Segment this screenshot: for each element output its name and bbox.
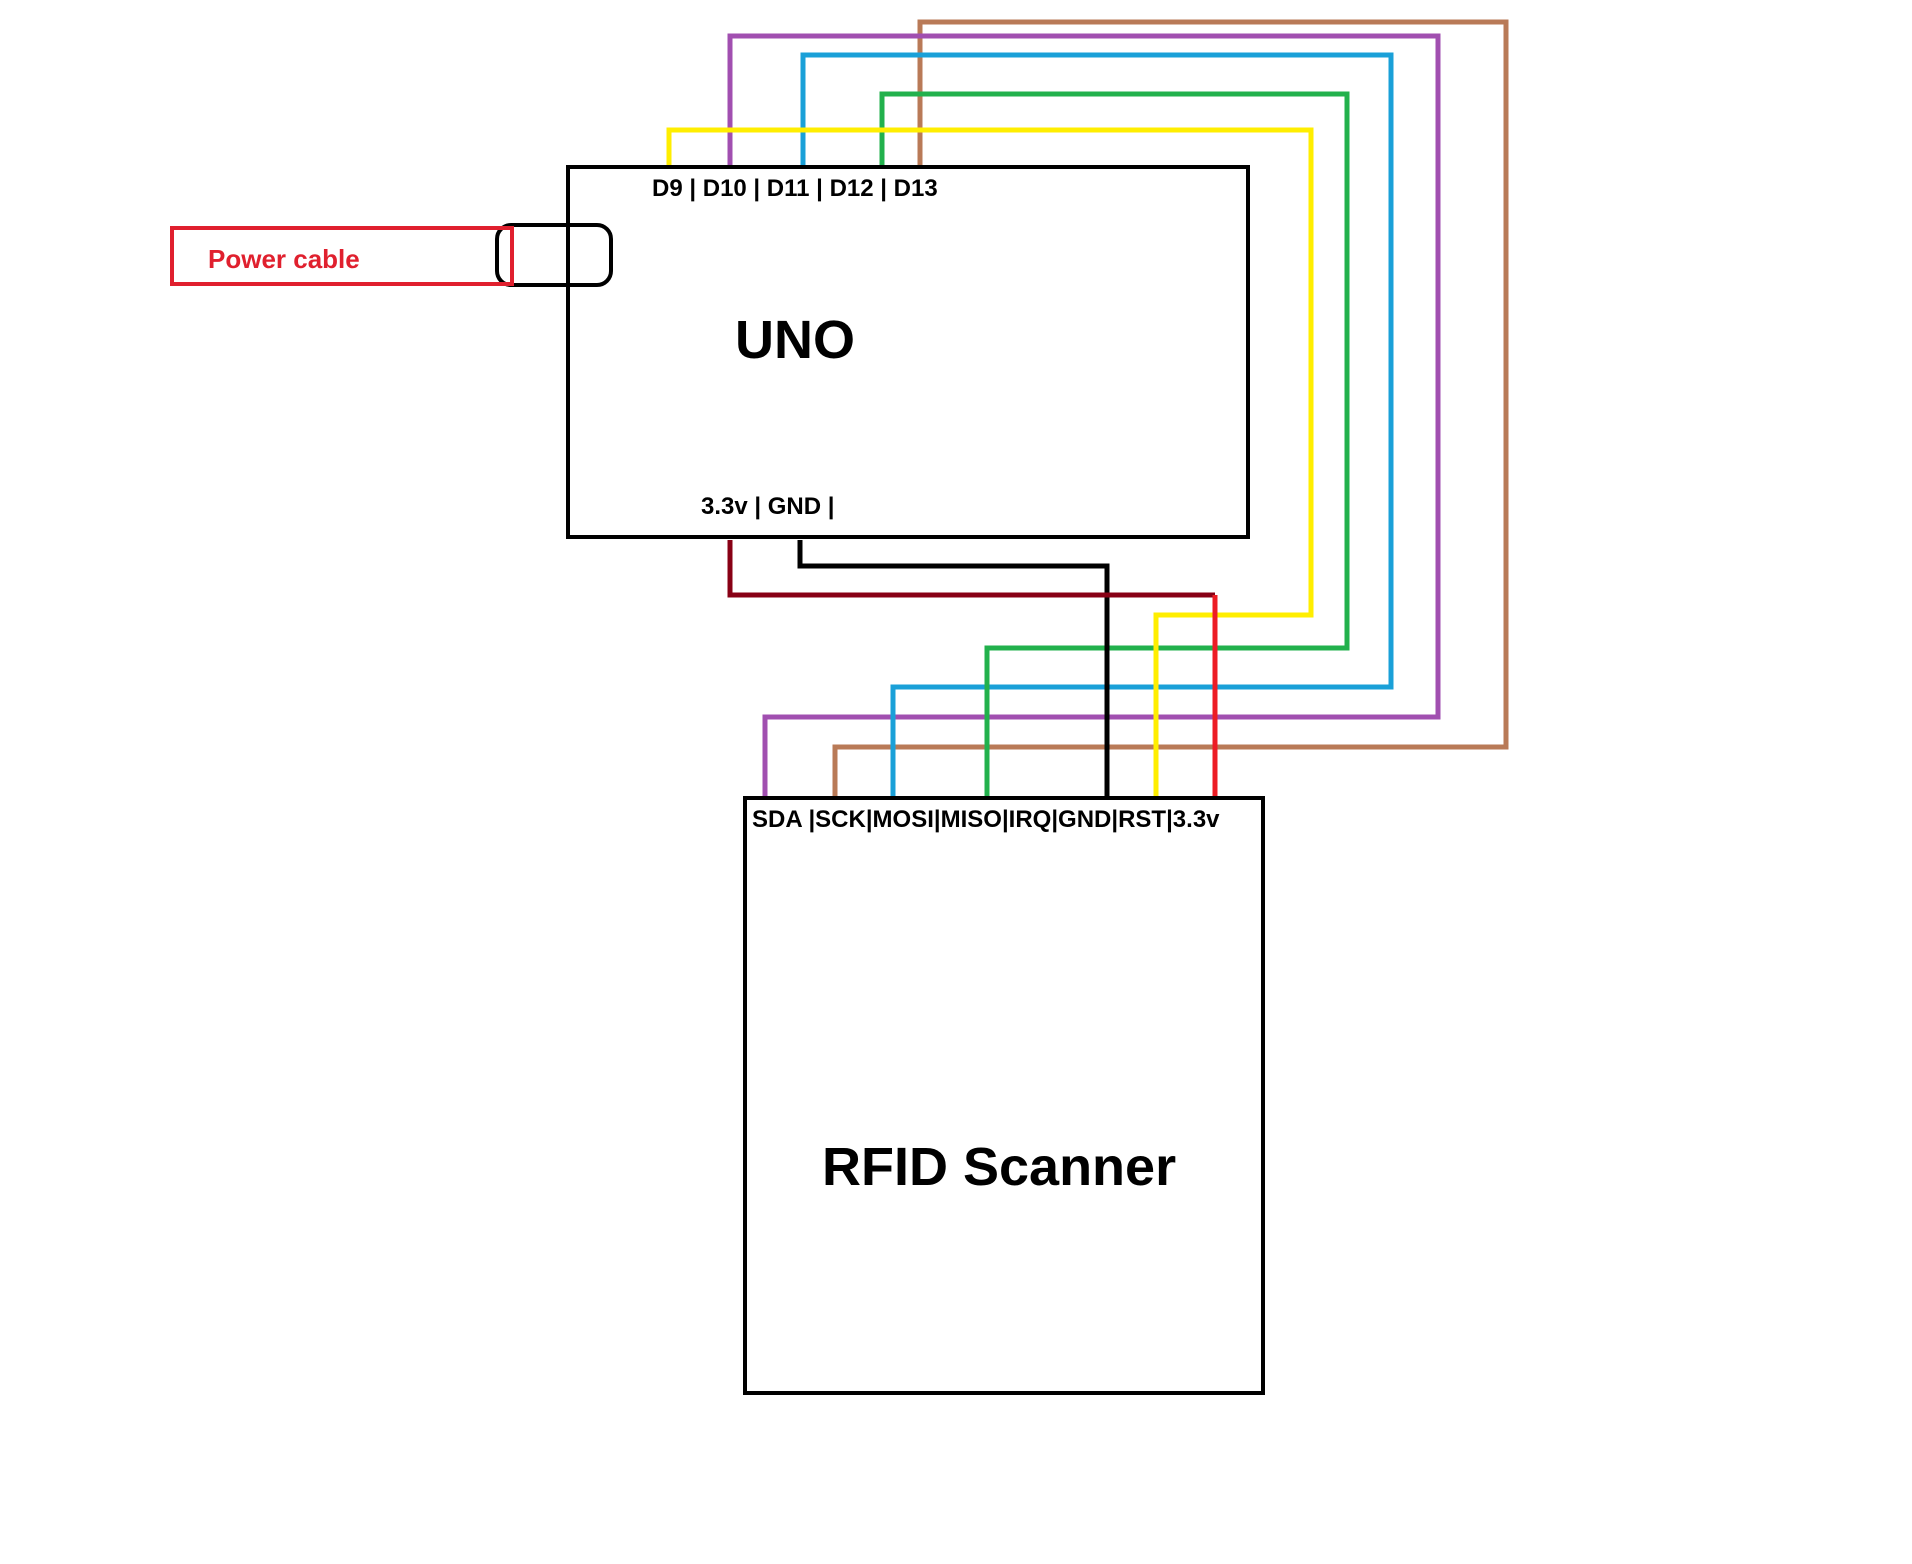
rfid-board-outline — [743, 796, 1265, 1395]
wire-black-gnd-gnd — [797, 540, 1110, 800]
wire-brown-d13-sck — [832, 19, 1509, 800]
uno-bottom-pin-labels: 3.3v | GND | — [701, 493, 834, 520]
power-cable-label: Power cable — [208, 244, 360, 274]
power-cable: Power cable — [170, 226, 514, 286]
rfid-pin-labels: SDA |SCK|MOSI|MISO|IRQ|GND|RST|3.3v — [752, 806, 1220, 833]
wire-blue-d11-mosi — [800, 52, 1394, 800]
rfid-title: RFID Scanner — [822, 1137, 1176, 1197]
power-cable-outline — [170, 226, 514, 286]
wire-green-d12-miso — [879, 91, 1350, 800]
uno-title: UNO — [735, 310, 855, 370]
uno-board: D9 | D10 | D11 | D12 | D13 UNO 3.3v | GN… — [566, 165, 1250, 539]
uno-board-outline — [566, 165, 1250, 539]
uno-top-pin-labels: D9 | D10 | D11 | D12 | D13 — [652, 175, 938, 202]
wires — [666, 19, 1509, 800]
rfid-scanner: SDA |SCK|MOSI|MISO|IRQ|GND|RST|3.3v RFID… — [743, 796, 1265, 1395]
wire-yellow-d9-rst — [666, 127, 1314, 800]
power-jack — [495, 223, 613, 287]
wire-darkred-3v3 — [727, 540, 1215, 598]
wire-purple-d10-sda — [727, 33, 1441, 800]
